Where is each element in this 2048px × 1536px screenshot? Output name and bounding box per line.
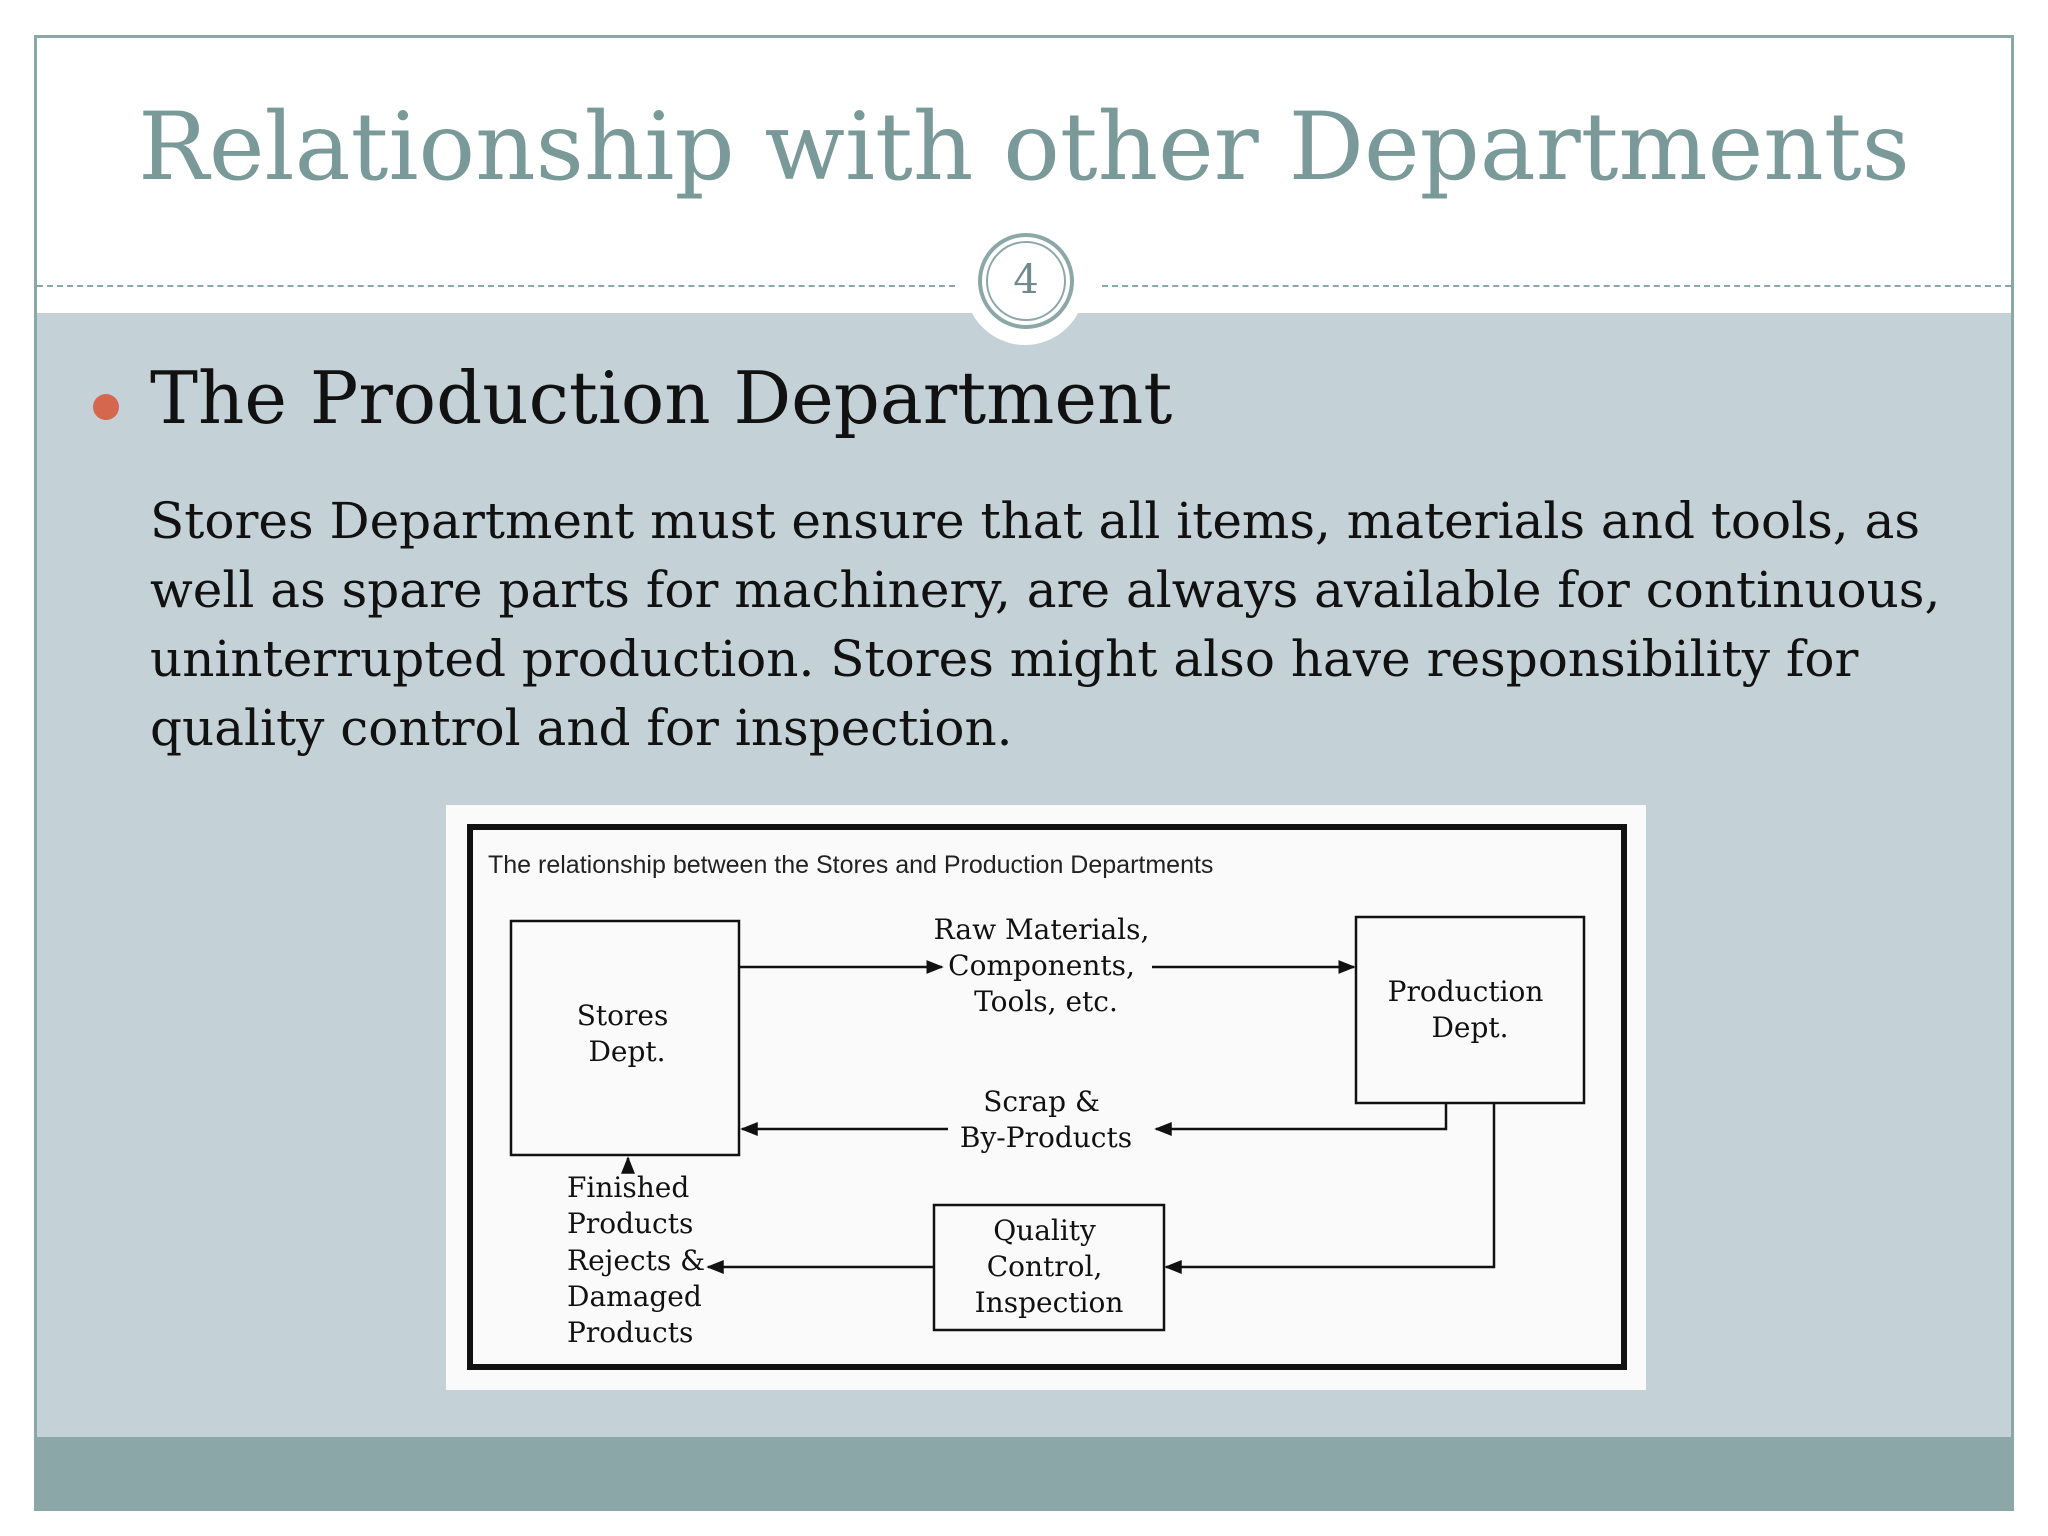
slide-title: Relationship with other Departments: [138, 93, 1910, 202]
quality-control-label: Quality Control, Inspection: [975, 1214, 1124, 1319]
paragraph-line: Stores Department must ensure that all i…: [150, 492, 1921, 550]
diagram-border: [467, 824, 1627, 1370]
title-divider-left: [37, 285, 955, 287]
raw-materials-label: Raw Materials, Components, Tools, etc.: [934, 913, 1159, 1018]
arrow-production-to-scrap: [1154, 1103, 1448, 1136]
paragraph-line: well as spare parts for machinery, are a…: [150, 561, 1941, 619]
diagram-svg: The relationship between the Stores and …: [446, 805, 1646, 1390]
stores-dept-box: [509, 919, 741, 1157]
scrap-label: Scrap & By-Products: [960, 1085, 1132, 1154]
paragraph-line: uninterrupted production. Stores might a…: [150, 630, 1859, 688]
page-badge-inner-ring: [986, 241, 1066, 321]
diagram-caption: The relationship between the Stores and …: [488, 851, 1213, 879]
stores-production-diagram: The relationship between the Stores and …: [446, 805, 1646, 1390]
diagram-background: [446, 805, 1646, 1390]
arrow-production-to-quality: [1164, 1103, 1496, 1274]
bullet-paragraph: Stores Department must ensure that all i…: [150, 487, 1980, 763]
stores-dept-label: Stores Dept.: [577, 999, 678, 1068]
bullet-icon: [93, 394, 119, 420]
bullet-heading: The Production Department: [150, 356, 1173, 440]
production-dept-box: [1354, 915, 1586, 1105]
page-number: 4: [1013, 257, 1039, 303]
finished-products-label: Finished Products Rejects & Damaged Prod…: [567, 1171, 714, 1349]
paragraph-line: quality control and for inspection.: [150, 699, 1013, 757]
title-divider-right: [1102, 285, 2011, 287]
footer-band: [37, 1437, 2011, 1508]
production-dept-label: Production Dept.: [1388, 975, 1553, 1044]
